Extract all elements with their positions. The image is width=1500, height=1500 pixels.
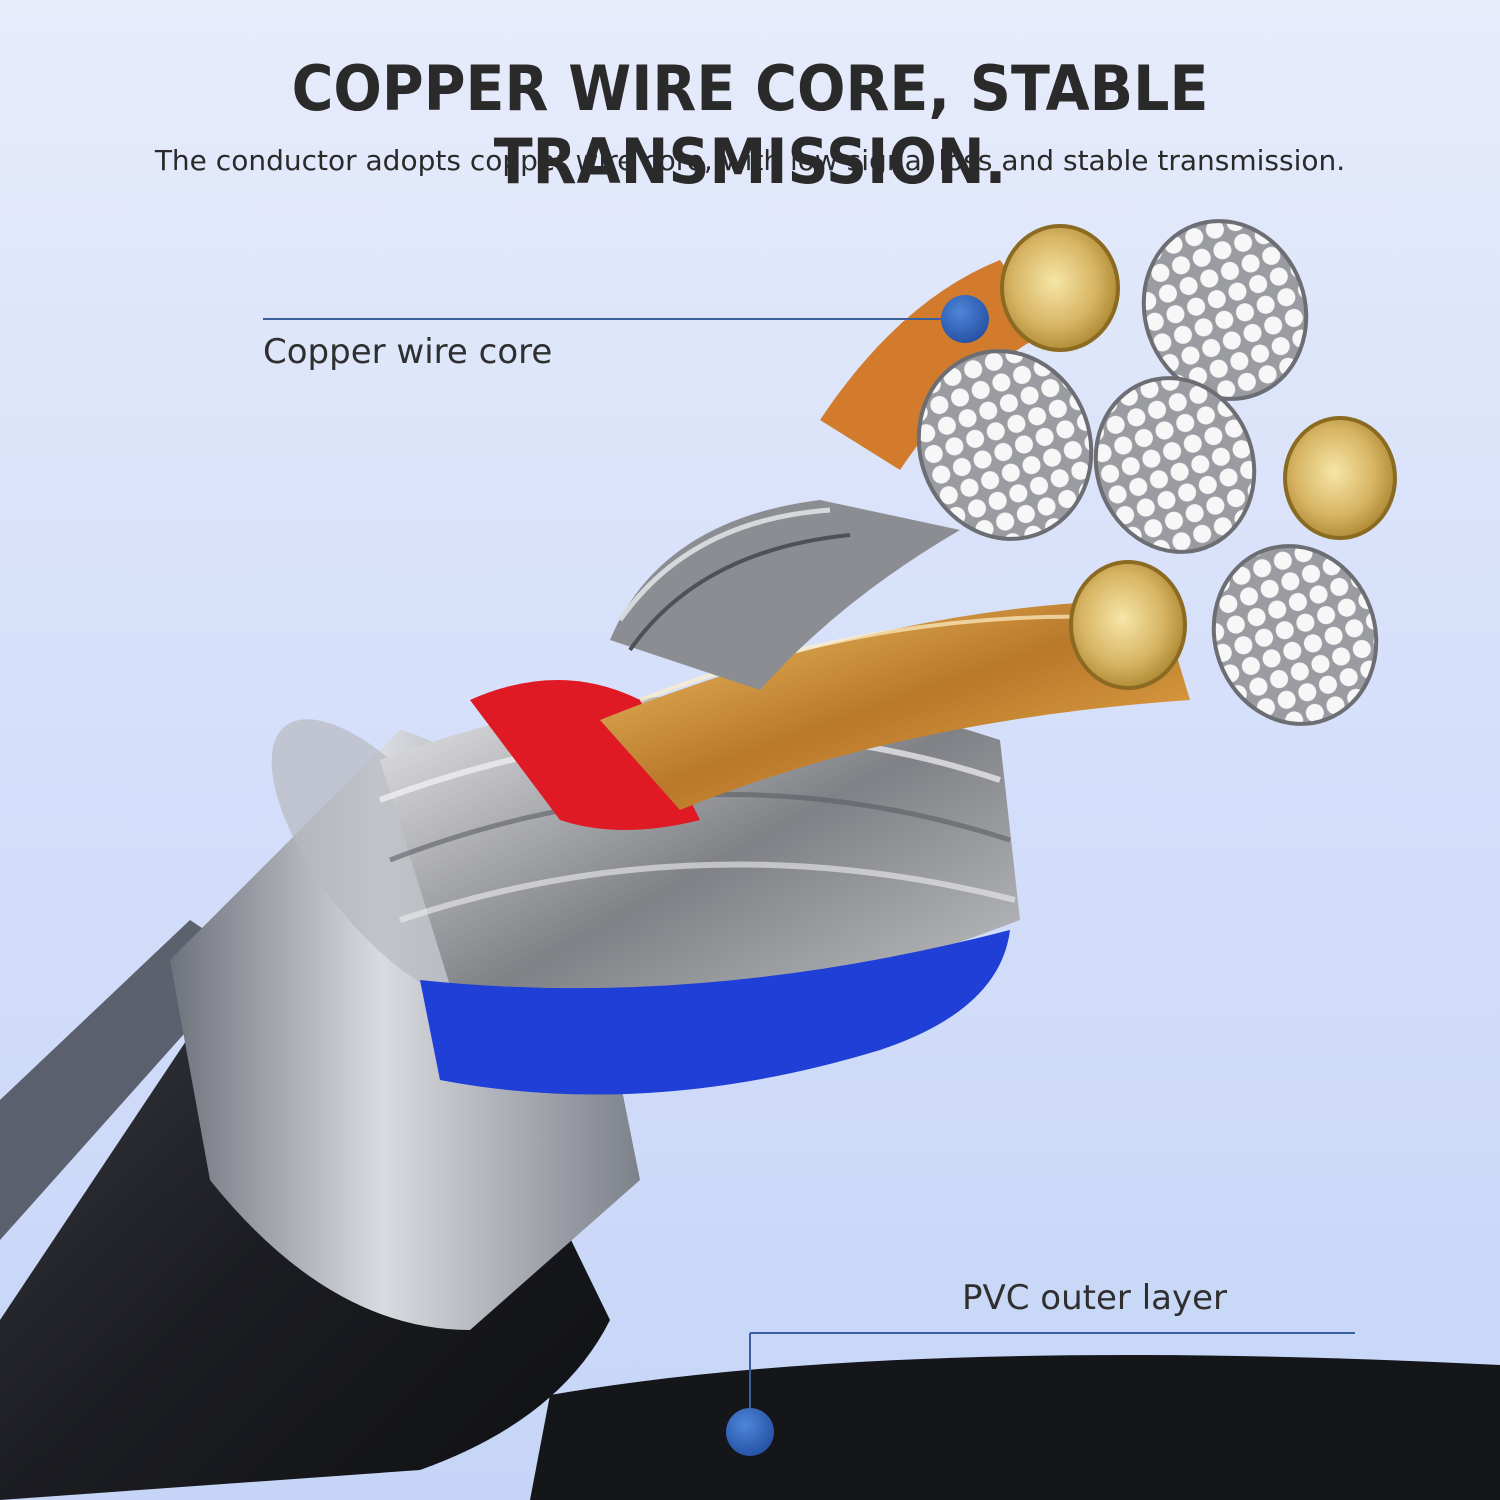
- copper-core-label: Copper wire core: [263, 332, 553, 372]
- strand-end-1: [916, 349, 1094, 541]
- copper-cap-3: [1069, 560, 1187, 690]
- pvc-layer-label: PVC outer layer: [962, 1278, 1227, 1318]
- page-title: COPPER WIRE CORE, STABLE TRANSMISSION.: [291, 52, 1209, 198]
- strand-end-3: [1093, 376, 1257, 554]
- page-subtitle: The conductor adopts copper wire core, w…: [154, 144, 1346, 177]
- callout-pvc-leader: [726, 1332, 1355, 1456]
- blue-insulation: [420, 930, 1010, 1095]
- grey-wire-bundle: [610, 500, 960, 690]
- strand-end-2: [1141, 219, 1309, 401]
- strand-end-4: [1211, 544, 1379, 726]
- copper-cap-1: [1000, 224, 1120, 352]
- copper-cap-2: [1283, 416, 1397, 540]
- callout-copper-leader: [263, 295, 989, 343]
- cable-jacket-lower: [530, 1355, 1500, 1500]
